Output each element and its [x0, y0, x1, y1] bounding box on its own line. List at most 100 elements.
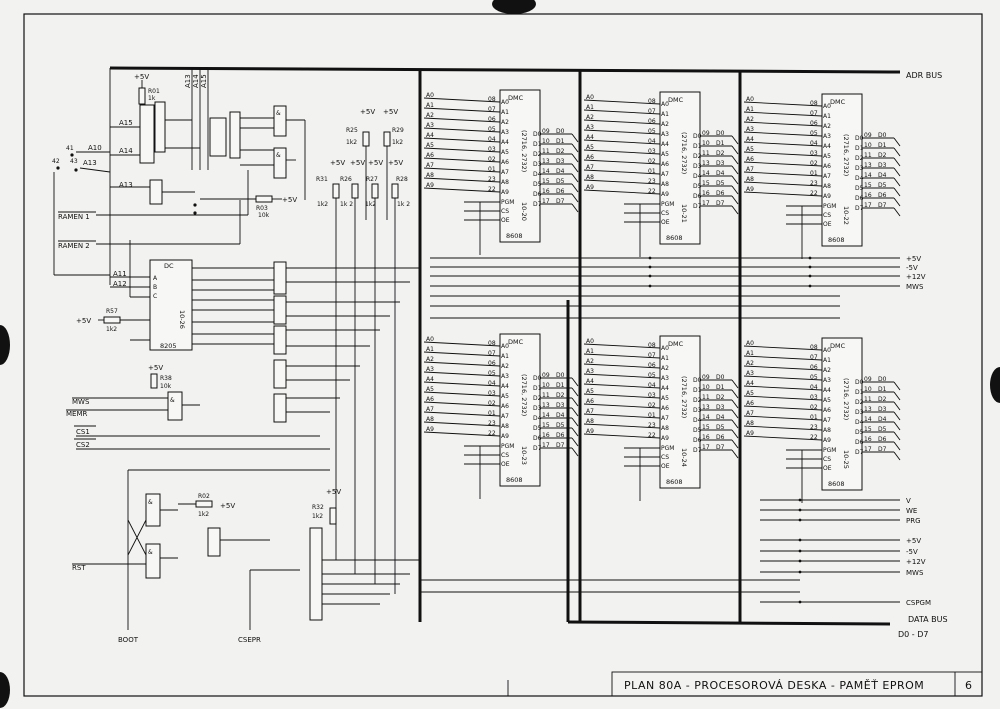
eprom-pin-number: 04 — [648, 382, 656, 389]
eprom-pin-data: D3 — [693, 407, 702, 414]
eprom-pin-data: D4 — [533, 171, 542, 178]
eprom-data-pin: 13 — [702, 404, 710, 411]
eprom-pin-addr: A8 — [661, 425, 669, 432]
eprom-pin-data: D7 — [693, 447, 702, 454]
eprom-addr-label: A6 — [426, 396, 434, 403]
eprom-pin-data: D6 — [855, 195, 864, 202]
eprom-data-pin: 14 — [864, 172, 872, 179]
eprom-ctrl-label: CS — [661, 210, 669, 217]
eprom-pin-data: D6 — [693, 437, 702, 444]
eprom-type: (2716, 2732) — [842, 134, 850, 176]
svg-text:1k 2: 1k 2 — [340, 201, 353, 208]
gate-bank-33 — [309, 527, 323, 621]
eprom-data-pin: 09 — [864, 132, 872, 139]
gate-mws — [167, 391, 183, 421]
decoder-part: 10-26 — [178, 310, 186, 329]
eprom-pin-data: D5 — [693, 427, 702, 434]
eprom-addr-label: A4 — [746, 380, 754, 387]
label-a15: A15 — [119, 119, 133, 127]
eprom-data-label: D7 — [716, 200, 725, 207]
eprom-ctrl-label: CS — [501, 452, 509, 459]
eprom-pin-addr: A4 — [661, 141, 669, 148]
eprom-ctrl-label: OE — [823, 465, 832, 472]
eprom-pin-addr: A7 — [661, 171, 669, 178]
eprom-addr-label: A6 — [586, 398, 594, 405]
pin-a13-top: A13 — [184, 74, 192, 88]
eprom-data-label: D6 — [878, 436, 887, 443]
eprom-data-pin: 13 — [864, 162, 872, 169]
sheet-number: 6 — [965, 679, 973, 692]
r38-vcc: +5V — [148, 364, 163, 372]
eprom-pin-addr: A4 — [823, 387, 831, 394]
svg-text:R29: R29 — [392, 127, 404, 134]
ff-1 — [273, 261, 287, 295]
eprom-addr-label: A0 — [746, 96, 754, 103]
eprom-pin-number: 05 — [810, 130, 818, 137]
eprom-addr-label: A2 — [426, 356, 434, 363]
eprom-data-label: D5 — [556, 178, 565, 185]
eprom-pin-number: 02 — [810, 160, 818, 167]
eprom-pin-addr: A6 — [661, 161, 669, 168]
r03-vcc: +5V — [282, 196, 297, 204]
eprom-pin-number: 06 — [810, 364, 818, 371]
data-bus-label: DATA BUS — [908, 615, 948, 624]
eprom-data-label: D2 — [878, 152, 887, 159]
eprom-pin-number: 07 — [810, 354, 818, 361]
eprom-pin-number: 02 — [810, 404, 818, 411]
eprom-pin-number: 01 — [488, 410, 496, 417]
eprom-pin-number: 05 — [488, 370, 496, 377]
svg-text:R26: R26 — [340, 176, 352, 183]
adr-bus-label: ADR BUS — [906, 71, 942, 80]
eprom-pin-addr: A5 — [501, 149, 509, 156]
pullup-resistor-bank: +5V +5V R25 1k2 R29 1k2 +5V +5V +5V +5V … — [316, 108, 410, 594]
eprom-ctrl-label: OE — [661, 219, 670, 226]
eprom-pin-addr: A7 — [501, 413, 509, 420]
eprom-ctrl-label: CS — [501, 208, 509, 215]
eprom-pin-number: 02 — [488, 400, 496, 407]
ff-output-lines — [286, 267, 420, 413]
eprom-pin-addr: A5 — [661, 151, 669, 158]
eprom-pin-data: D4 — [693, 173, 702, 180]
eprom-data-label: D4 — [716, 414, 725, 421]
eprom-pin-data: D2 — [693, 397, 702, 404]
eprom-addr-label: A5 — [426, 386, 434, 393]
eprom-pin-addr: A3 — [823, 133, 831, 140]
eprom-data-pin: 09 — [702, 130, 710, 137]
eprom-addr-label: A3 — [746, 126, 754, 133]
rail-top-label: +5V — [906, 255, 921, 263]
eprom-addr-label: A4 — [426, 132, 434, 139]
eprom-pin-data: D5 — [855, 429, 864, 436]
eprom-pin-data: D7 — [693, 203, 702, 210]
eprom-pin-data: D2 — [533, 151, 542, 158]
eprom-pin-addr: A2 — [823, 123, 831, 130]
eprom-pin-addr: A9 — [823, 193, 831, 200]
eprom-pin-number: 08 — [488, 340, 496, 347]
eprom-pin-number: 23 — [810, 424, 818, 431]
eprom-pin-addr: A4 — [501, 383, 509, 390]
eprom-data-pin: 14 — [542, 412, 550, 419]
eprom-pin-addr: A6 — [823, 163, 831, 170]
svg-text:+5V: +5V — [350, 159, 365, 167]
eprom-addr-label: A4 — [586, 134, 594, 141]
eprom-data-label: D2 — [878, 396, 887, 403]
label-cs1: CS1 — [76, 428, 90, 436]
eprom-addr-label: A1 — [426, 102, 434, 109]
eprom-addr-label: A4 — [426, 376, 434, 383]
eprom-ctrl-label: PGM — [661, 445, 674, 452]
eprom-addr-label: A8 — [746, 420, 754, 427]
svg-text:R27: R27 — [366, 176, 378, 183]
label-a11-dec: A11 — [113, 270, 127, 278]
data-bus-range: D0 - D7 — [898, 630, 928, 639]
eprom-addr-label: A1 — [586, 104, 594, 111]
eprom-pin-addr: A4 — [501, 139, 509, 146]
eprom-data-label: D1 — [878, 142, 887, 149]
eprom-data-pin: 09 — [864, 376, 872, 383]
gate-and-2 — [273, 105, 287, 137]
eprom-pin-number: 06 — [648, 118, 656, 125]
eprom-data-label: D7 — [878, 202, 887, 209]
eprom-data-pin: 10 — [702, 384, 710, 391]
eprom-ctrl-label: CS — [823, 456, 831, 463]
eprom-pin-number: 07 — [648, 352, 656, 359]
eprom-data-pin: 13 — [542, 402, 550, 409]
